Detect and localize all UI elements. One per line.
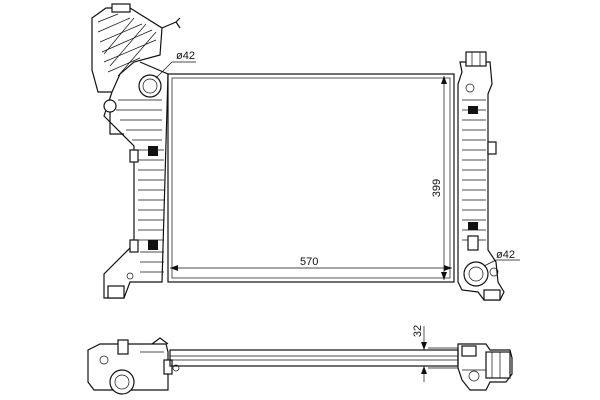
right-foot	[483, 289, 501, 301]
radiator-core	[167, 73, 455, 283]
tank-hatching	[97, 13, 157, 77]
top-view	[87, 337, 513, 395]
inlet-port	[138, 74, 162, 98]
thickness-label: 32	[412, 325, 424, 337]
left-foot	[107, 285, 125, 299]
dimension-outlet: ø42	[483, 249, 520, 267]
outlet-port	[463, 261, 489, 287]
mount-block	[148, 240, 158, 250]
right-tank-fins	[462, 99, 486, 241]
outlet-diameter-label: ø42	[496, 249, 515, 261]
top-fitting	[465, 51, 487, 67]
left-tank	[91, 3, 181, 299]
mount-block	[148, 146, 158, 156]
top-view-outlet	[485, 351, 511, 379]
dimension-thickness: 32	[412, 325, 427, 382]
left-tank-fins	[116, 99, 164, 273]
right-bracket	[487, 141, 497, 155]
dimension-width: 570	[170, 256, 452, 271]
mount-block	[468, 222, 478, 230]
sensor-fitting	[103, 99, 117, 113]
width-label: 570	[300, 256, 318, 268]
right-tank	[457, 51, 505, 301]
expansion-cap	[111, 3, 131, 13]
dimension-inlet: ø42	[155, 50, 196, 79]
dimension-height: 399	[431, 76, 447, 280]
top-view-cap	[109, 369, 135, 395]
mount-block	[468, 106, 478, 114]
inlet-diameter-label: ø42	[176, 50, 195, 62]
height-label: 399	[431, 179, 443, 197]
